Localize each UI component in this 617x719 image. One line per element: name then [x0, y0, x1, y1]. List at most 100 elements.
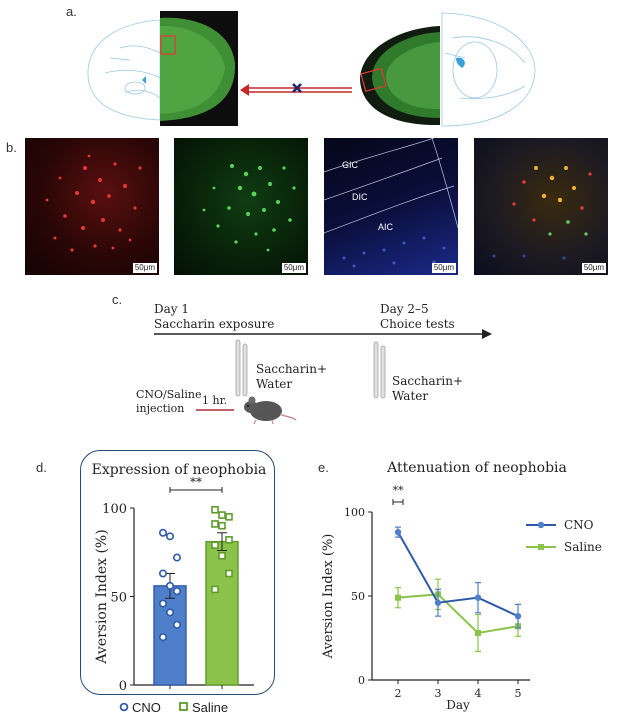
y-tick-label: 0 [119, 679, 127, 694]
bottle1-label-line1: Saccharin+ [256, 362, 328, 376]
sig-marker: ** [190, 475, 202, 489]
legend-cno-label: CNO [564, 518, 594, 532]
mouse-icon [244, 396, 297, 425]
y-tick-label: 100 [344, 506, 365, 519]
right-atlas-marker [456, 57, 465, 68]
scale-bar-label: 50μm [281, 263, 306, 273]
data-point-cno [474, 594, 482, 601]
bottle1-label-line2: Water [256, 377, 293, 391]
x-axis-label: Day [446, 698, 470, 712]
series-line-saline [397, 593, 519, 635]
scale-bar-label: 50μm [431, 263, 456, 273]
data-point-saline [218, 521, 226, 530]
scale-bar-label: 50μm [132, 263, 157, 273]
data-point-cno [166, 608, 175, 617]
timeline [154, 329, 492, 339]
left-atlas-outline [87, 19, 161, 121]
data-point-saline [211, 541, 219, 549]
y-axis-label: Aversion Index (%) [94, 529, 110, 664]
data-point-cno [394, 528, 402, 536]
legend-saline-label: Saline [564, 540, 602, 554]
fluorescence-image-red: 50μm [25, 138, 159, 275]
fluorescence-image-merged: 50μm [474, 138, 608, 275]
legend-cno-marker [119, 702, 129, 712]
y-tick-label: 100 [102, 502, 127, 517]
data-point-cno [166, 581, 175, 590]
bottle-icon-day25 [373, 341, 386, 399]
x-tick-label: 3 [435, 687, 442, 700]
green-cells [202, 164, 296, 252]
data-point-saline [225, 569, 233, 578]
sig-marker: ** [393, 484, 405, 497]
chart-title: Expression of neophobia [92, 462, 267, 478]
data-point-saline [475, 629, 481, 636]
y-tick-label: 50 [110, 591, 127, 606]
fluorescence-image-blue: GIC DIC AIC 50μm [324, 138, 458, 275]
panel-d-frame [80, 450, 275, 695]
injection-label-line1: CNO/Saline [136, 388, 202, 401]
y-axis-label: Aversion Index (%) [321, 534, 336, 660]
chart-title: Attenuation of neophobia [386, 460, 567, 476]
left-atlas-marker [142, 76, 146, 84]
data-point-cno [159, 633, 168, 642]
data-point-cno [173, 620, 182, 629]
scale-bar-label: 50μm [581, 263, 606, 273]
data-point-cno [514, 612, 522, 620]
region-boundaries [324, 138, 458, 268]
interval-label: 1 hr. [202, 394, 228, 407]
legend-cno-marker [537, 521, 545, 529]
red-cells [45, 154, 142, 252]
bar-saline [205, 540, 239, 686]
data-point-cno [166, 532, 175, 541]
injection-label-line2: injection [136, 402, 185, 415]
panel-a-letter: a. [66, 4, 77, 19]
region-label-gic: GIC [342, 160, 359, 170]
left-brain-slice [160, 11, 238, 126]
data-point-saline [211, 520, 219, 528]
data-point-saline [211, 505, 219, 514]
legend-saline-label: Saline [192, 700, 228, 714]
panel-b-letter: b. [6, 140, 17, 155]
x-tick-label: 5 [515, 687, 522, 700]
day25-label: Day 2–5 [380, 302, 429, 316]
x-tick-label: 2 [395, 687, 402, 700]
data-point-saline [225, 513, 233, 521]
fluorescence-image-green: 50μm [174, 138, 308, 275]
bottle2-label-line2: Water [392, 389, 429, 403]
right-brain-slice [352, 16, 442, 128]
bar-cno [153, 585, 187, 686]
region-label-dic: DIC [352, 192, 368, 202]
panel-c-letter: c. [112, 292, 123, 307]
panel-e-letter: e. [318, 460, 329, 475]
data-point-saline [225, 536, 233, 544]
data-point-cno [159, 599, 168, 608]
data-point-cno [173, 587, 182, 596]
day1-sublabel: Saccharin exposure [154, 317, 275, 331]
day25-sublabel: Choice tests [380, 317, 455, 331]
data-point-saline [218, 511, 226, 519]
y-tick-label: 0 [358, 674, 365, 687]
data-point-cno [159, 528, 168, 537]
panel-a-figure [87, 11, 536, 128]
legend-saline-marker [179, 702, 188, 711]
day1-label: Day 1 [154, 302, 190, 316]
right-atlas-outline [441, 12, 536, 127]
bottle2-label-line1: Saccharin+ [392, 374, 464, 388]
bottle-icon-day1 [235, 339, 248, 397]
data-point-cno [173, 553, 182, 562]
data-point-saline [218, 551, 226, 560]
x-tick-label: 4 [475, 687, 482, 700]
panel-d-letter: d. [36, 460, 47, 475]
data-point-saline [395, 594, 401, 601]
merged-cells [492, 166, 592, 260]
interval-bar [196, 409, 234, 411]
data-point-saline [211, 585, 219, 594]
series-line-cno [397, 531, 519, 618]
legend-cno-label: CNO [132, 700, 161, 714]
y-tick-label: 50 [351, 590, 365, 603]
data-point-cno [434, 599, 442, 606]
region-label-aic: AIC [378, 222, 394, 232]
legend-saline-marker [538, 544, 544, 550]
